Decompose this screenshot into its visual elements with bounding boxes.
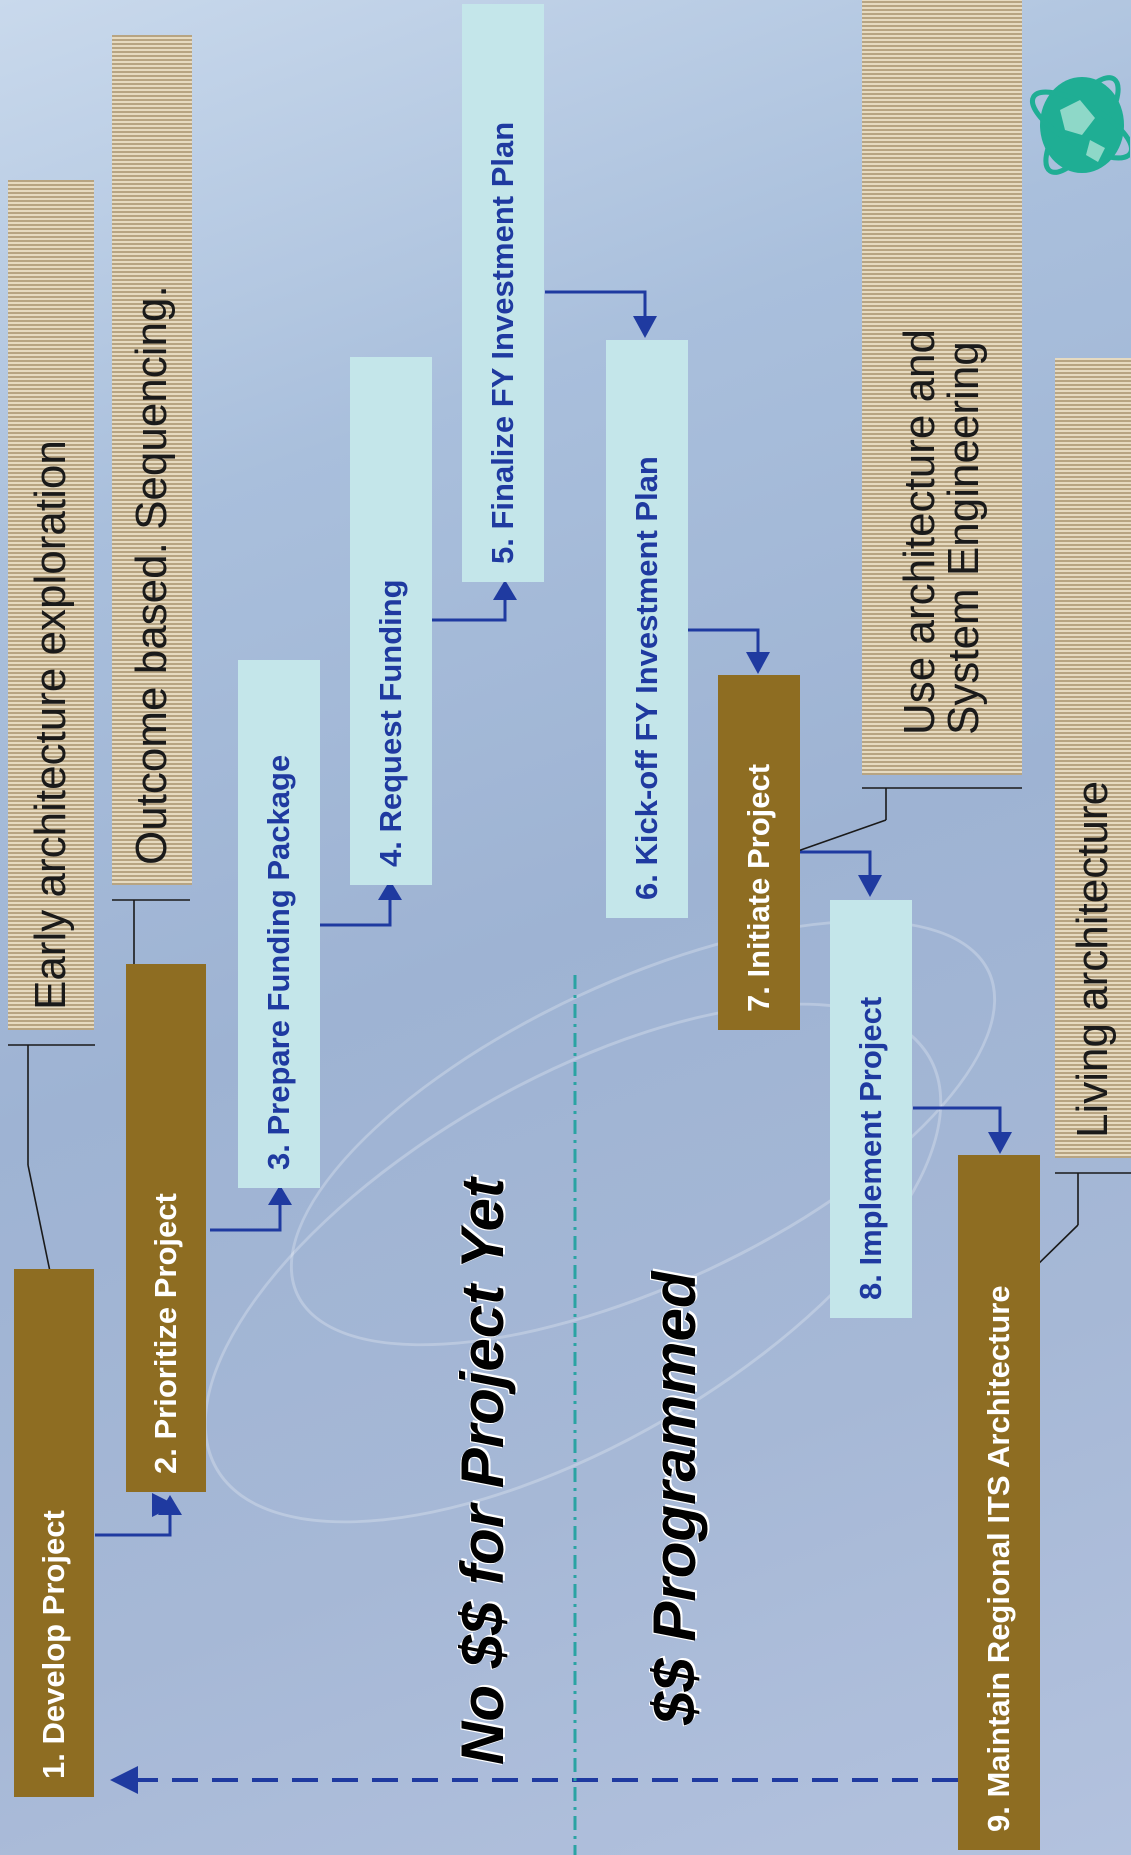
step-label: 6. Kick-off FY Investment Plan — [629, 456, 664, 900]
step-label: 3. Prepare Funding Package — [261, 754, 296, 1170]
phase-text: $$ Programmed — [641, 1271, 708, 1725]
step-label: 8. Implement Project — [853, 996, 888, 1300]
note-text: Outcome based. Sequencing. — [127, 285, 176, 865]
note-use-architecture: Use architecture and System Engineering — [862, 0, 1022, 775]
note-text-line-2: System Engineering — [939, 341, 988, 735]
step-label: 5. Finalize FY Investment Plan — [485, 121, 520, 564]
step-label: 7. Initiate Project — [741, 763, 776, 1012]
note-outcome-based: Outcome based. Sequencing. — [112, 35, 192, 885]
step-label: 2. Prioritize Project — [148, 1193, 183, 1474]
arrow-2-to-3 — [210, 1200, 282, 1232]
note-living-architecture: Living architecture — [1055, 358, 1131, 1158]
phase-label-programmed: $$ Programmed — [640, 1271, 709, 1725]
note-text: Living architecture — [1068, 780, 1117, 1138]
step-initiate-project: 7. Initiate Project — [718, 675, 800, 1030]
note-text: Early architecture exploration — [26, 440, 75, 1010]
arrow-1-to-2 — [95, 1493, 176, 1537]
globe-orbit-logo-icon — [1029, 75, 1130, 175]
arrow-7-to-8 — [800, 850, 872, 878]
step-label: 9. Maintain Regional ITS Architecture — [981, 1285, 1016, 1832]
step-implement-project: 8. Implement Project — [830, 900, 912, 1318]
step-request-funding: 4. Request Funding — [350, 357, 432, 885]
step-label: 4. Request Funding — [373, 579, 408, 867]
step-label: 1. Develop Project — [36, 1510, 71, 1779]
arrow-5-to-6 — [545, 290, 647, 320]
arrow-3-to-4 — [320, 895, 392, 927]
phase-text: No $$ for Project Yet — [449, 1178, 516, 1765]
arrow-8-to-9 — [913, 1106, 1002, 1135]
arrow-6-to-7 — [688, 628, 760, 655]
step-prepare-funding-package: 3. Prepare Funding Package — [238, 660, 320, 1188]
step-prioritize-project: 2. Prioritize Project — [126, 964, 206, 1492]
step-develop-project: 1. Develop Project — [14, 1269, 94, 1797]
phase-label-unfunded: No $$ for Project Yet — [448, 1178, 517, 1765]
step-maintain-regional-its-architecture: 9. Maintain Regional ITS Architecture — [958, 1155, 1040, 1850]
note-early-architecture: Early architecture exploration — [8, 180, 94, 1030]
step-kickoff-fy-investment-plan: 6. Kick-off FY Investment Plan — [606, 340, 688, 918]
arrow-4-to-5 — [432, 595, 507, 622]
step-finalize-fy-investment-plan: 5. Finalize FY Investment Plan — [462, 4, 544, 582]
note-text-line-1: Use architecture and — [895, 329, 944, 735]
